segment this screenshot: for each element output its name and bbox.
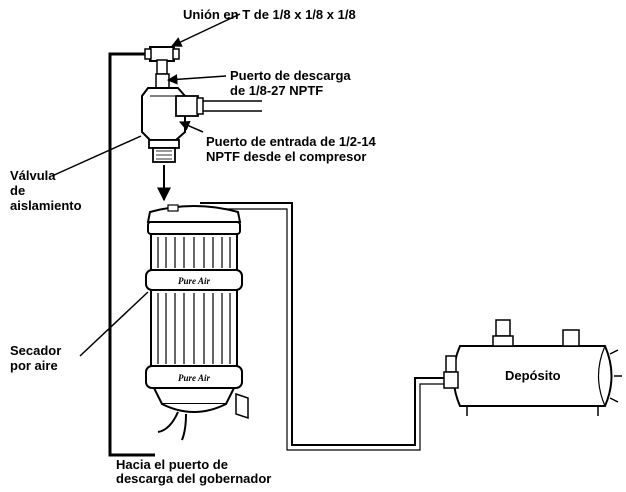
inlet-port-leader bbox=[179, 120, 204, 133]
t-union bbox=[144, 46, 180, 75]
governor-line bbox=[108, 52, 164, 457]
inlet-port-label-line1: Puerto de entrada de 1/2-14 bbox=[206, 134, 376, 149]
air-dryer-label-line2: por aire bbox=[10, 358, 58, 373]
discharge-port-leader bbox=[166, 74, 227, 85]
compressor-inlet-line bbox=[203, 100, 262, 112]
isolation-valve-label-line2: de bbox=[10, 183, 26, 198]
reservoir-label: Depósito bbox=[505, 368, 561, 383]
dryer-to-reservoir-line bbox=[200, 202, 445, 446]
t-union-label: Unión en T de 1/8 x 1/8 x 1/8 bbox=[183, 7, 356, 22]
isolation-valve-label-line3: aislamiento bbox=[10, 198, 82, 213]
reservoir-tank bbox=[443, 319, 622, 416]
inlet-port-label-line2: NPTF desde el compresor bbox=[206, 149, 367, 164]
governor-port-label-line2: descarga del gobernador bbox=[116, 471, 272, 486]
t-union-leader bbox=[171, 13, 241, 47]
governor-port-label-line1: Hacia el puerto de bbox=[116, 457, 228, 472]
air-dryer-leader bbox=[79, 291, 149, 357]
isolation-valve-leader bbox=[51, 135, 142, 177]
isolation-valve bbox=[141, 73, 204, 163]
air-dryer-label-line1: Secador bbox=[10, 343, 62, 358]
discharge-port-label-line2: de 1/8-27 NPTF bbox=[230, 83, 324, 98]
dryer-brand-lower: Pure Air bbox=[178, 373, 210, 383]
discharge-port-label-line1: Puerto de descarga bbox=[230, 68, 351, 83]
isolation-valve-label-line1: Válvula bbox=[10, 168, 56, 183]
air-dryer: Pure Air Pure Air bbox=[145, 204, 249, 441]
dryer-brand-upper: Pure Air bbox=[178, 276, 210, 286]
